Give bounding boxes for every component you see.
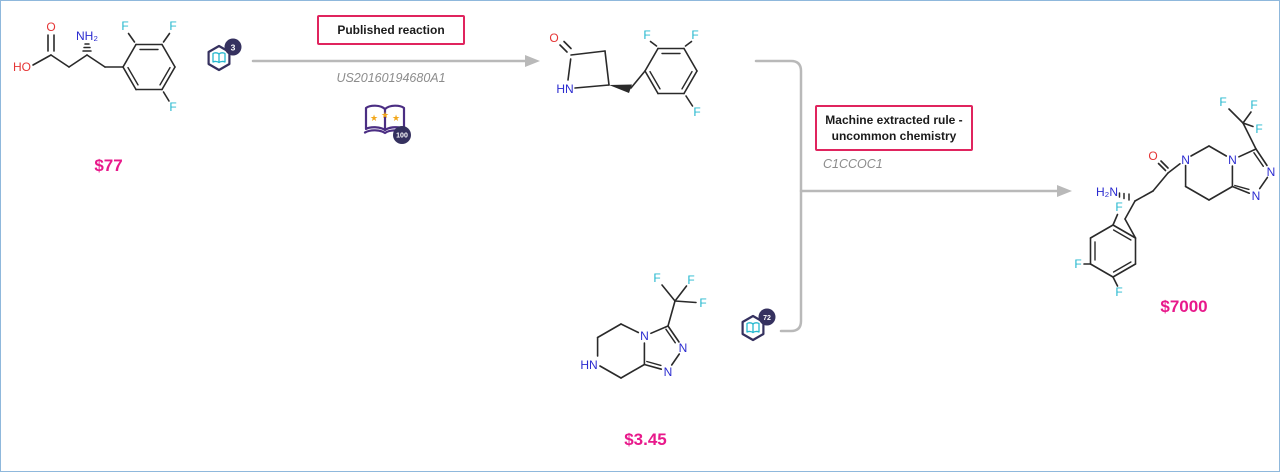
atom-label-n: N [1252,189,1261,203]
arrow-reaction-1[interactable] [251,55,540,67]
similar-reactions-badge-1[interactable]: 3 [203,37,243,82]
atom-label-f: F [687,273,694,287]
molecule-lactam-intermediate[interactable]: O HN F F F [541,23,751,163]
atom-label-n: N [679,341,688,355]
similar-reactions-badge-2[interactable]: 72 [737,307,777,352]
atom-label-f: F [1255,122,1262,136]
molecule-triazolopiperazine[interactable]: HN N N N F F F [575,265,735,430]
atom-label-n: N [664,365,673,379]
evidence-count: 100 [396,133,408,140]
atom-label-f: F [121,19,128,33]
atom-labels: O HN F F F [549,28,700,119]
stereo-wedge-bond [609,84,632,93]
count-bubble [758,308,776,326]
machine-rule-tag[interactable]: Machine extracted rule - uncommon chemis… [815,105,973,151]
atom-label-f: F [1250,98,1257,112]
tag-text-line2: uncommon chemistry [831,129,957,143]
atom-label-f: F [643,28,650,42]
atom-label-h2n: H₂N [1096,185,1118,199]
atom-label-n: N [1181,153,1190,167]
atom-label-n: N [640,329,649,343]
price-triazolopiperazine: $3.45 [624,430,667,449]
atom-label-f: F [1115,285,1122,299]
atom-label-o: O [1148,149,1157,163]
atom-label-f: F [653,271,660,285]
atom-labels: HN N N N F F F [580,271,706,379]
bond-lines [1083,108,1269,287]
open-book-icon [212,52,226,64]
open-book-stars-icon [363,104,407,135]
price-product: $7000 [1160,297,1208,316]
atom-label-f: F [169,19,176,33]
count-bubble [393,126,411,144]
atom-labels: HO O NH₂ F F F [13,19,177,114]
atom-labels: H₂N O N N N N F F F F F F [1074,95,1275,299]
patent-number: US20160194680A1 [336,71,446,85]
atom-label-f: F [693,105,700,119]
merge-bracket [754,59,803,333]
open-book-icon [746,322,760,334]
atom-label-hn: HN [580,358,597,372]
atom-label-f: F [169,100,176,114]
atom-label-nh2: NH₂ [76,29,98,43]
atom-label-f: F [1074,257,1081,271]
atom-label-o: O [46,20,55,34]
star-icon: ★ [392,113,400,123]
badge-count: 3 [231,43,236,53]
star-icon: ★ [370,113,378,123]
badge-count: 72 [763,315,771,322]
molecule-product[interactable]: H₂N O N N N N F F F F F F [1071,89,1279,329]
atom-label-f: F [1219,95,1226,109]
arrowhead-icon [1057,185,1072,197]
bond-lines [32,32,176,102]
atom-label-n: N [1228,153,1237,167]
arrowhead-icon [525,55,540,67]
count-bubble [224,38,242,56]
tag-text: Published reaction [337,22,445,37]
rule-smiles: C1CCOC1 [823,157,883,171]
atom-label-f: F [691,28,698,42]
bond-lines [596,284,697,379]
arrow-reaction-2[interactable] [754,59,1072,333]
published-reaction-tag[interactable]: Published reaction [317,15,465,45]
price-start-acid: $77 [94,156,123,175]
bond-lines [559,40,698,107]
molecule-start-acid[interactable]: HO O NH₂ F F F [7,15,217,170]
atom-label-o: O [549,31,558,45]
atom-label-ho: HO [13,60,31,74]
atom-label-f: F [699,296,706,310]
atom-label-n: N [1267,165,1276,179]
atom-label-hn: HN [556,82,573,96]
atom-label-f: F [1115,200,1122,214]
star-icon: ★ [381,110,389,120]
evidence-book-badge[interactable]: ★ ★ ★ 100 [361,101,415,152]
tag-text-line1: Machine extracted rule - [825,112,963,127]
